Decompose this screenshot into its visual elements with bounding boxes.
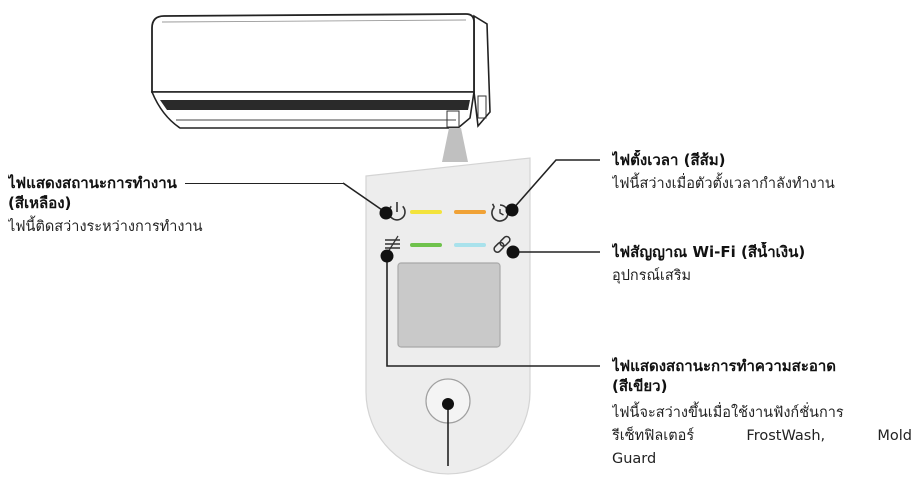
cleaning-marker-dot (380, 249, 394, 263)
ac-side-panel (473, 14, 491, 128)
timer-leader-line (511, 159, 600, 211)
projection-beam (442, 128, 468, 162)
power-label-desc: ไฟนี้ติดสว่างระหว่างการทำงาน (8, 219, 203, 235)
ac-front-face (151, 13, 475, 93)
receiver-marker-dot (442, 398, 454, 410)
filter-icon (385, 235, 400, 253)
wifi-label-block: ไฟสัญญาณ Wi-Fi (สีน้ำเงิน) อุปกรณ์เสริม (612, 242, 912, 288)
power-label-title: ไฟแสดงสถานะการทำงาน (8, 174, 177, 192)
ac-clip-detail (446, 110, 460, 128)
cleaning-label-desc-line-3: Guard (612, 451, 657, 467)
power-title-row: ไฟแสดงสถานะการทำงาน (8, 173, 343, 193)
power-leader-line (342, 182, 386, 213)
ac-louver (160, 100, 470, 110)
cleaning-leader-line (386, 256, 600, 367)
power-label-color: (สีเหลือง) (8, 194, 72, 212)
power-label-block: ไฟแสดงสถานะการทำงาน (สีเหลือง) ไฟนี้ติดส… (8, 173, 343, 239)
power-leader-horizontal (184, 182, 343, 184)
wifi-label-title: ไฟสัญญาณ Wi-Fi (สีน้ำเงิน) (612, 243, 806, 261)
cleaning-label-desc-line-1: ไฟนี้จะสว่างขึ้นเมื่อใช้งานฟังก์ชั่นการ (612, 405, 844, 421)
timer-label-title: ไฟตั้งเวลา (สีส้ม) (612, 151, 726, 169)
cleaning-label-block: ไฟแสดงสถานะการทำความสะอาด (สีเขียว) ไฟนี… (612, 356, 912, 471)
wifi-marker-dot (506, 245, 520, 259)
wifi-link-icon (493, 235, 511, 253)
timer-label-block: ไฟตั้งเวลา (สีส้ม) ไฟนี้สว่างเมื่อตัวตั้… (612, 150, 912, 196)
cleaning-label-color: (สีเขียว) (612, 377, 668, 395)
air-conditioner-unit (150, 13, 491, 129)
ac-side-detail (477, 95, 487, 119)
cleaning-label-desc-line-2: รีเซ็ทฟิลเตอร์ FrostWash, Mold (612, 428, 912, 444)
cleaning-label-title: ไฟแสดงสถานะการทำความสะอาด (612, 357, 837, 375)
ac-top-edge (161, 19, 467, 23)
timer-label-desc: ไฟนี้สว่างเมื่อตัวตั้งเวลากำลังทำงาน (612, 176, 835, 192)
display-window (397, 262, 501, 348)
wifi-label-desc: อุปกรณ์เสริม (612, 268, 692, 284)
timer-marker-dot (505, 203, 519, 217)
timer-icon (491, 203, 509, 222)
power-marker-dot (379, 206, 393, 220)
